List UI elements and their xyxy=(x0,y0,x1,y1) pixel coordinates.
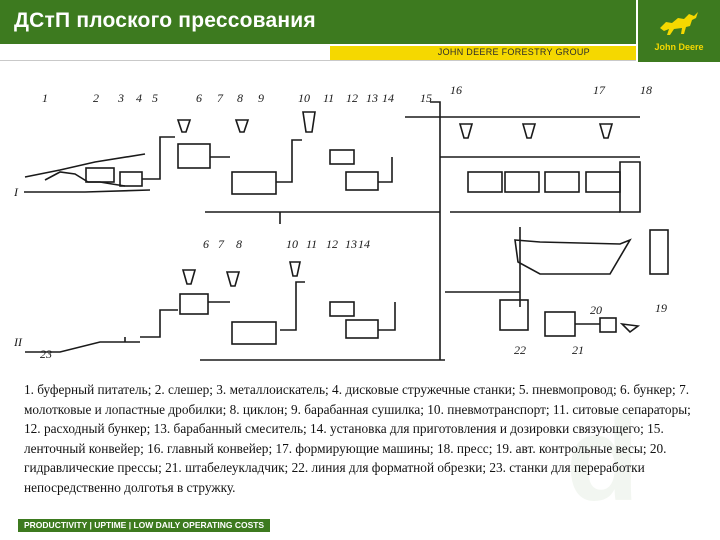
svg-text:15: 15 xyxy=(420,91,432,105)
logo-brand-text: John Deere xyxy=(654,42,704,52)
svg-text:2: 2 xyxy=(93,91,99,105)
john-deere-logo: John Deere xyxy=(638,0,720,62)
svg-text:18: 18 xyxy=(640,83,652,97)
svg-text:9: 9 xyxy=(258,91,264,105)
svg-text:4: 4 xyxy=(136,91,142,105)
svg-text:11: 11 xyxy=(306,237,317,251)
svg-text:13: 13 xyxy=(366,91,378,105)
svg-text:II: II xyxy=(13,335,23,349)
svg-text:6: 6 xyxy=(203,237,209,251)
svg-text:3: 3 xyxy=(117,91,124,105)
svg-text:8: 8 xyxy=(236,237,242,251)
svg-text:13: 13 xyxy=(345,237,357,251)
svg-text:10: 10 xyxy=(286,237,298,251)
group-name: JOHN DEERE FORESTRY GROUP xyxy=(437,47,590,57)
svg-text:17: 17 xyxy=(593,83,606,97)
svg-text:20: 20 xyxy=(590,303,602,317)
deer-logo-icon xyxy=(660,12,698,35)
svg-text:21: 21 xyxy=(572,343,584,357)
svg-text:6: 6 xyxy=(196,91,202,105)
footer-slogan: PRODUCTIVITY | UPTIME | LOW DAILY OPERAT… xyxy=(18,519,271,532)
svg-text:8: 8 xyxy=(237,91,243,105)
svg-text:12: 12 xyxy=(346,91,358,105)
svg-text:22: 22 xyxy=(514,343,526,357)
svg-text:14: 14 xyxy=(358,237,370,251)
header-divider xyxy=(0,60,636,61)
svg-text:12: 12 xyxy=(326,237,338,251)
page-title: ДСтП плоского прессования xyxy=(14,9,316,32)
svg-text:16: 16 xyxy=(450,83,462,97)
svg-text:d: d xyxy=(566,392,639,520)
footer-area xyxy=(0,532,720,540)
group-banner: JOHN DEERE FORESTRY GROUP xyxy=(330,46,636,60)
svg-text:14: 14 xyxy=(382,91,394,105)
svg-text:11: 11 xyxy=(323,91,334,105)
watermark-logo: d xyxy=(566,392,639,520)
svg-text:I: I xyxy=(13,185,19,199)
svg-text:7: 7 xyxy=(218,237,225,251)
process-flow-diagram: 1 2 3 4 5 6 7 8 9 10 11 12 13 14 15 16 1… xyxy=(13,83,669,361)
svg-text:7: 7 xyxy=(217,91,224,105)
svg-text:5: 5 xyxy=(152,91,158,105)
svg-text:19: 19 xyxy=(655,301,667,315)
svg-text:1: 1 xyxy=(42,91,48,105)
svg-text:23: 23 xyxy=(40,347,52,361)
svg-text:10: 10 xyxy=(298,91,310,105)
legend-text: 1. буферный питатель; 2. слешер; 3. мета… xyxy=(24,382,691,495)
title-bar: ДСтП плоского прессования xyxy=(0,0,636,44)
